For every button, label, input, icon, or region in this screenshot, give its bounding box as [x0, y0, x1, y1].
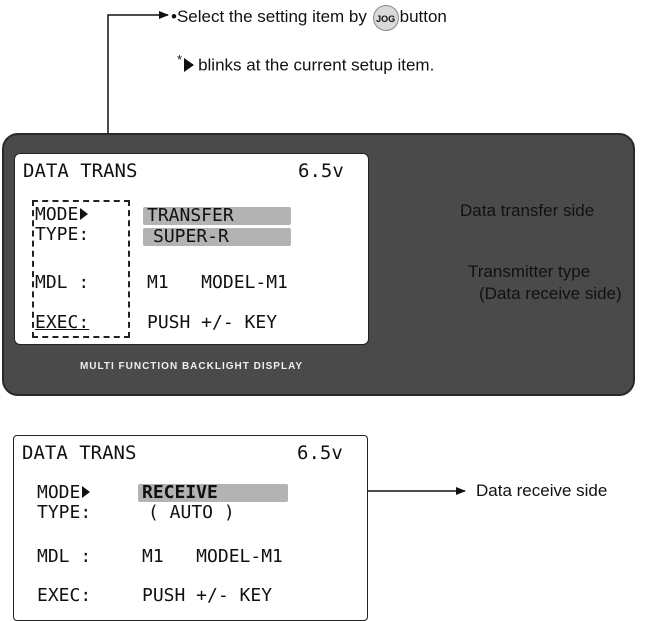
- voltage-readout: 6.5v: [297, 442, 343, 464]
- instruction-line1-prefix: •Select the setting item by: [171, 7, 372, 26]
- instruction-star: *: [177, 52, 183, 67]
- mode-label: MODE: [37, 484, 91, 502]
- mode-value[interactable]: TRANSFER: [143, 207, 291, 225]
- lcd-screen-bottom: DATA TRANS 6.5v MODE RECEIVE TYPE: ( AUT…: [13, 435, 368, 621]
- jog-button-icon: JOG: [372, 4, 399, 31]
- mode-cursor-icon: [82, 486, 91, 498]
- screen-title: DATA TRANS: [22, 442, 137, 464]
- mode-cursor-icon: [80, 208, 89, 220]
- instruction-line2-text: blinks at the current setup item.: [198, 55, 435, 75]
- mode-label: MODE: [35, 206, 89, 224]
- lcd-screen-top: DATA TRANS 6.5v MODE TRANSFER TYPE: SUPE…: [14, 153, 369, 345]
- blink-cursor-icon: [184, 57, 195, 72]
- instruction-blinks: * blinks at the current setup item.: [177, 50, 434, 76]
- transmitter-display-device: DATA TRANS 6.5v MODE TRANSFER TYPE: SUPE…: [2, 133, 635, 396]
- callout-transmitter-type: Transmitter type: [468, 262, 591, 281]
- voltage-readout: 6.5v: [298, 160, 344, 182]
- mdl-value: M1 MODEL-M1: [147, 272, 288, 293]
- type-label: TYPE:: [35, 224, 90, 245]
- exec-value: PUSH +/- KEY: [142, 585, 273, 606]
- exec-label: EXEC:: [37, 585, 92, 606]
- instruction-line1-suffix: button: [399, 7, 447, 26]
- mdl-label: MDL :: [35, 272, 90, 293]
- type-label: TYPE:: [37, 502, 92, 523]
- setting-items-selection-box: [32, 200, 130, 338]
- type-value: ( AUTO ): [148, 502, 235, 523]
- callout-data-transfer-side: Data transfer side: [460, 201, 595, 220]
- device-footer-label: MULTI FUNCTION BACKLIGHT DISPLAY: [79, 361, 304, 372]
- mdl-value: M1 MODEL-M1: [142, 546, 283, 567]
- exec-label: EXEC:: [35, 312, 90, 333]
- mode-value[interactable]: RECEIVE: [138, 484, 288, 502]
- callout-data-receive-side: Data receive side: [476, 481, 608, 500]
- callout-transmitter-type-sub: (Data receive side): [479, 284, 622, 303]
- exec-value: PUSH +/- KEY: [147, 312, 278, 333]
- mdl-label: MDL :: [37, 546, 92, 567]
- type-value[interactable]: SUPER-R: [143, 228, 291, 246]
- screen-title: DATA TRANS: [23, 160, 138, 182]
